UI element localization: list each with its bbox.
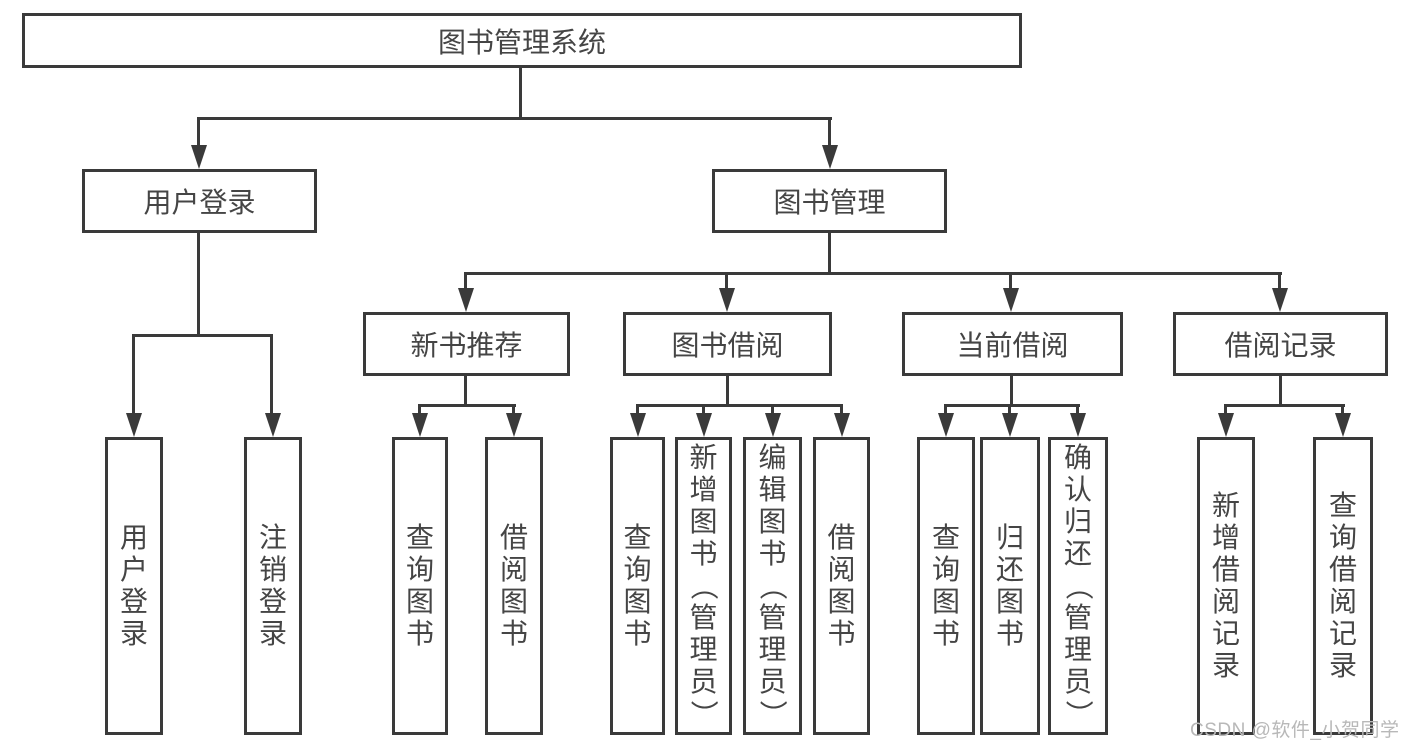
leaf-query-books-borrow: 查询图书 (610, 437, 665, 735)
connector-line (636, 404, 843, 407)
connector-line (132, 334, 135, 414)
leaf-query-borrow-record-label: 查询借阅记录 (1328, 490, 1357, 681)
leaf-query-books-recommend: 查询图书 (392, 437, 448, 735)
node-book-management-label: 图书管理 (773, 187, 886, 218)
arrowhead-down (191, 145, 207, 169)
node-new-book-recommend: 新书推荐 (363, 312, 570, 376)
leaf-borrow-books-recommend-label: 借阅图书 (499, 522, 528, 649)
leaf-add-book-admin: 新增图书（管理员） (675, 437, 732, 735)
arrowhead-down (834, 413, 850, 437)
arrowhead-down (630, 413, 646, 437)
csdn-watermark: CSDN @软件_小贺同学 (1190, 720, 1400, 741)
connector-line (726, 376, 729, 406)
node-current-borrow-label: 当前借阅 (956, 330, 1069, 361)
leaf-edit-book-admin-label: 编辑图书（管理员） (757, 442, 789, 729)
arrowhead-down (1218, 413, 1234, 437)
node-current-borrow: 当前借阅 (902, 312, 1123, 376)
connector-line (725, 272, 728, 290)
leaf-borrow-books-2: 借阅图书 (813, 437, 870, 735)
arrowhead-down (696, 413, 712, 437)
leaf-add-borrow-record-label: 新增借阅记录 (1211, 490, 1240, 681)
connector-line (944, 404, 947, 416)
node-root-label: 图书管理系统 (437, 26, 606, 58)
connector-line (197, 117, 200, 147)
arrowhead-down (1335, 413, 1351, 437)
connector-line (464, 272, 1282, 275)
node-borrow-records-label: 借阅记录 (1224, 330, 1337, 361)
leaf-logout: 注销登录 (244, 437, 302, 735)
connector-line (1341, 404, 1344, 416)
arrowhead-down (822, 145, 838, 169)
leaf-query-books-borrow-label: 查询图书 (623, 522, 652, 649)
node-user-login: 用户登录 (82, 169, 317, 233)
connector-line (1279, 376, 1282, 406)
node-book-borrow-label: 图书借阅 (671, 330, 784, 361)
arrowhead-down (719, 288, 735, 312)
connector-line (270, 334, 273, 414)
leaf-borrow-books-2-label: 借阅图书 (827, 522, 856, 649)
connector-line (132, 334, 273, 337)
connector-line (418, 404, 516, 407)
connector-line (512, 404, 515, 416)
connector-line (1010, 376, 1013, 406)
node-root: 图书管理系统 (22, 13, 1022, 68)
connector-line (1076, 404, 1079, 416)
node-user-login-label: 用户登录 (143, 187, 256, 218)
connector-line (944, 404, 1080, 407)
connector-line (1224, 404, 1345, 407)
leaf-confirm-return-admin: 确认归还（管理员） (1048, 437, 1108, 735)
leaf-borrow-books-recommend: 借阅图书 (485, 437, 543, 735)
arrowhead-down (1272, 288, 1288, 312)
connector-line (197, 117, 832, 120)
arrowhead-down (1070, 413, 1086, 437)
connector-line (418, 404, 421, 416)
arrowhead-down (412, 413, 428, 437)
leaf-query-books-recommend-label: 查询图书 (405, 522, 434, 649)
connector-line (519, 68, 522, 118)
leaf-logout-label: 注销登录 (258, 522, 287, 649)
arrowhead-down (126, 413, 142, 437)
connector-line (828, 233, 831, 274)
leaf-edit-book-admin: 编辑图书（管理员） (743, 437, 802, 735)
arrowhead-down (1002, 413, 1018, 437)
node-book-management: 图书管理 (712, 169, 947, 233)
node-book-borrow: 图书借阅 (623, 312, 832, 376)
leaf-return-books-label: 归还图书 (995, 522, 1024, 649)
connector-line (840, 404, 843, 416)
leaf-add-borrow-record: 新增借阅记录 (1197, 437, 1255, 735)
arrowhead-down (265, 413, 281, 437)
connector-line (636, 404, 639, 416)
leaf-add-book-admin-label: 新增图书（管理员） (688, 442, 720, 729)
arrowhead-down (938, 413, 954, 437)
connector-line (828, 117, 831, 147)
leaf-user-login: 用户登录 (105, 437, 163, 735)
connector-line (1009, 272, 1012, 290)
leaf-return-books: 归还图书 (980, 437, 1040, 735)
node-borrow-records: 借阅记录 (1173, 312, 1388, 376)
arrowhead-down (1003, 288, 1019, 312)
leaf-user-login-label: 用户登录 (119, 522, 148, 649)
arrowhead-down (765, 413, 781, 437)
connector-line (771, 404, 774, 416)
leaf-query-borrow-record: 查询借阅记录 (1313, 437, 1373, 735)
arrowhead-down (458, 288, 474, 312)
leaf-query-books-current-label: 查询图书 (931, 522, 960, 649)
node-new-book-recommend-label: 新书推荐 (410, 330, 523, 361)
arrowhead-down (506, 413, 522, 437)
connector-line (1278, 272, 1281, 290)
connector-line (197, 233, 200, 336)
leaf-query-books-current: 查询图书 (917, 437, 975, 735)
leaf-confirm-return-admin-label: 确认归还（管理员） (1062, 442, 1094, 729)
connector-line (464, 272, 467, 290)
connector-line (702, 404, 705, 416)
connector-line (464, 376, 467, 406)
connector-line (1008, 404, 1011, 416)
connector-line (1224, 404, 1227, 416)
